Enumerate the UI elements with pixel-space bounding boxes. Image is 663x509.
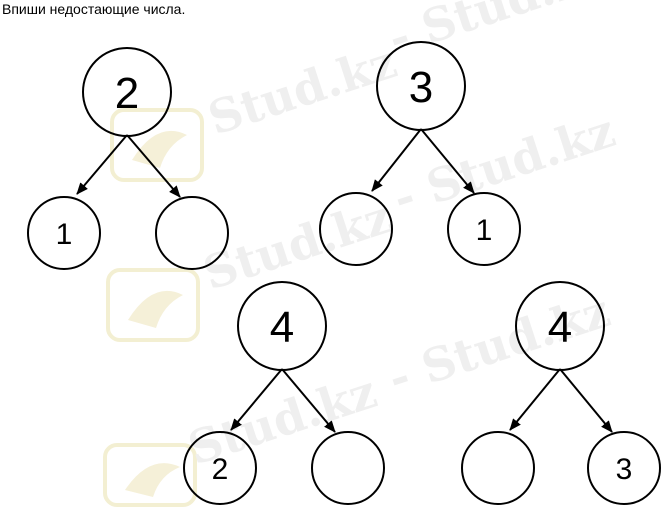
connector-arrow xyxy=(281,368,336,433)
watermark-text: - Stud.kz xyxy=(382,0,617,65)
connector-arrow xyxy=(230,368,283,431)
right-number-circle[interactable] xyxy=(311,431,385,505)
watermark-logo-icon xyxy=(110,108,204,182)
connector-arrow xyxy=(559,368,613,433)
top-number: 4 xyxy=(270,303,294,352)
number-bond-tree-1: 2 1 xyxy=(27,47,229,270)
instruction-text: Впиши недостающие числа. xyxy=(2,1,186,17)
number-bond-tree-2: 3 1 xyxy=(319,41,521,266)
connector-arrow xyxy=(76,134,128,195)
right-number-circle xyxy=(447,192,521,266)
top-number: 3 xyxy=(409,63,433,112)
connector-arrow xyxy=(126,134,181,198)
watermark-text: - Stud.kz xyxy=(387,103,622,225)
left-number-circle xyxy=(183,431,257,505)
left-number-circle[interactable] xyxy=(319,192,393,266)
right-number: 1 xyxy=(476,214,493,247)
watermark-text: Stud.kz xyxy=(202,34,403,145)
connector-arrow xyxy=(509,368,561,431)
left-number-circle xyxy=(27,196,101,270)
top-number: 2 xyxy=(115,69,139,118)
top-number-circle xyxy=(237,281,327,371)
top-number-circle xyxy=(82,47,172,137)
left-number-circle[interactable] xyxy=(461,431,535,505)
top-number-circle xyxy=(376,41,466,131)
right-number-circle xyxy=(587,431,661,505)
right-number: 3 xyxy=(616,453,633,486)
number-bond-tree-4: 4 3 xyxy=(461,281,661,505)
top-number: 4 xyxy=(548,303,572,352)
top-number-circle xyxy=(515,281,605,371)
connector-arrow xyxy=(371,128,422,192)
left-number: 2 xyxy=(212,453,229,486)
number-bond-tree-3: 4 2 xyxy=(183,281,385,505)
watermark-logo-icon xyxy=(103,443,197,507)
watermark-logo-icon xyxy=(106,268,200,342)
watermark-text: - Stud.kz xyxy=(382,283,617,405)
right-number-circle[interactable] xyxy=(155,196,229,270)
connector-arrow xyxy=(420,128,475,194)
left-number: 1 xyxy=(56,218,73,251)
watermark: Stud.kz - Stud.kz Stud.kz - Stud.kz - St… xyxy=(103,0,622,507)
